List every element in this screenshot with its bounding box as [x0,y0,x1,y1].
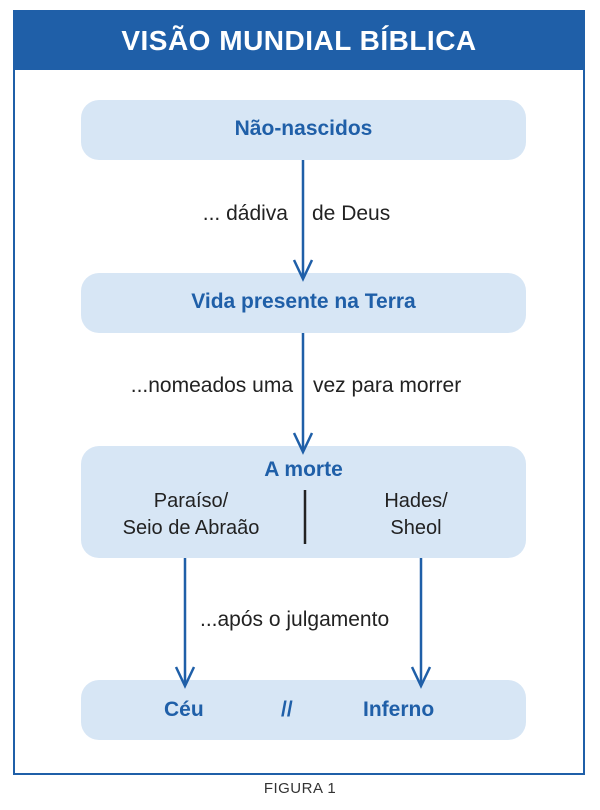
heaven-label: Céu [164,698,204,721]
unborn-label: Não-nascidos [234,117,373,140]
separator-label: // [281,698,293,721]
unborn-box: Não-nascidos [81,100,526,160]
death-box: A morte Paraíso/ Seio de Abraão Hades/ S… [81,446,526,558]
gift-text-right: de Deus [312,202,391,225]
present-life-box: Vida presente na Terra [81,273,526,333]
hades-label: Hades/ Sheol [384,490,448,539]
arrowhead-unborn-to-life [292,259,314,282]
paradise-label: Paraíso/ Seio de Abraão [122,490,260,539]
appointed-text-left: ...nomeados uma [130,374,293,397]
arrowhead-life-to-death [292,432,314,455]
destiny-box: Céu // Inferno [81,680,526,740]
hell-label: Inferno [363,698,435,721]
after-judgment-text: ...após o julgamento [200,608,390,631]
appointed-text-right: vez para morrer [313,374,462,397]
diagram-title: VISÃO MUNDIAL BÍBLICA [15,12,583,70]
present-life-label: Vida presente na Terra [191,290,416,313]
gift-text-left: ... dádiva [202,202,288,225]
death-label: A morte [264,458,343,481]
figure-caption: FIGURA 1 [263,780,337,797]
arrowhead-paradise-to-heaven [174,666,196,689]
arrowhead-hades-to-hell [410,666,432,689]
